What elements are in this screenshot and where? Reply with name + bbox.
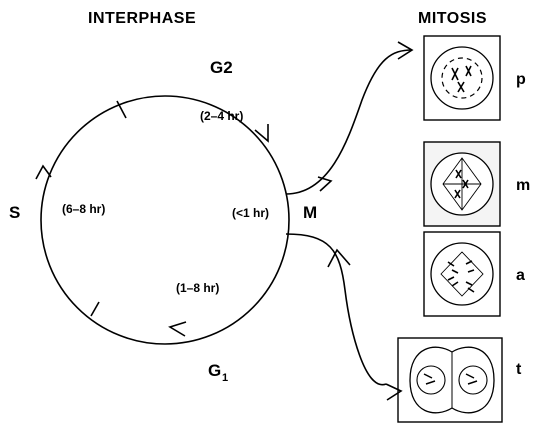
boundary-tick-g1-s	[90, 301, 100, 317]
arrowhead-return	[327, 248, 351, 268]
phase-label-g1: G	[208, 361, 221, 380]
curve-return-to-cycle	[285, 233, 387, 386]
cell-cycle-circle	[40, 95, 290, 345]
stage-panel-metaphase	[423, 141, 501, 227]
duration-g1: (1–8 hr)	[176, 281, 219, 295]
arrowhead-g1	[168, 321, 187, 337]
curve-to-mitosis	[285, 49, 413, 195]
arrowhead-s	[35, 164, 52, 180]
phase-label-m: M	[303, 203, 317, 222]
stage-label-prophase: p	[516, 71, 526, 88]
duration-g2: (2–4 hr)	[200, 109, 243, 123]
stage-label-telophase: t	[516, 361, 522, 378]
stage-label-metaphase: m	[516, 177, 530, 194]
stage-panel-anaphase	[423, 231, 501, 317]
stage-label-anaphase: a	[516, 267, 525, 284]
interphase-heading: INTERPHASE	[88, 10, 196, 27]
stage-panel-prophase	[423, 35, 501, 121]
phase-label-g2: G2	[210, 58, 233, 77]
arrowhead-leaving-cycle	[317, 176, 333, 192]
mitosis-heading: MITOSIS	[418, 10, 487, 27]
stage-panel-telophase	[397, 337, 503, 423]
duration-s: (6–8 hr)	[62, 202, 105, 216]
arrowhead-to-mitosis	[397, 41, 414, 60]
boundary-tick-s-g2	[116, 100, 127, 119]
return-curve-tail	[385, 383, 403, 401]
phase-label-g1-subscript: 1	[222, 372, 228, 384]
duration-m: (<1 hr)	[232, 206, 269, 220]
phase-label-s: S	[9, 203, 20, 222]
arrowhead-g2	[254, 124, 269, 143]
